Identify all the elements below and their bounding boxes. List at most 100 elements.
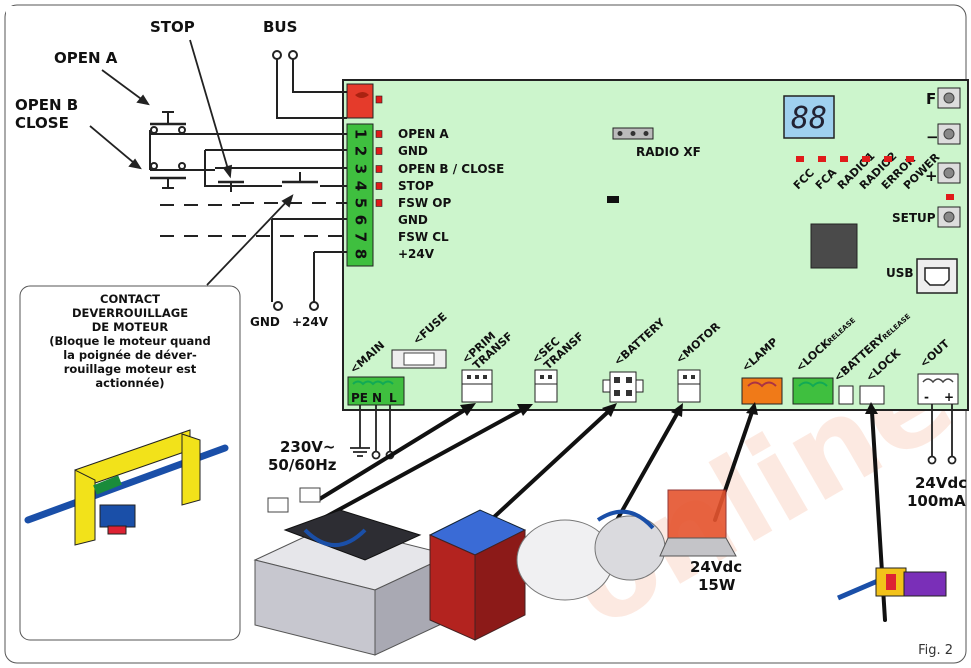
bus-terminal-screw [355,92,369,98]
setup-button-knob [943,211,955,223]
plus-button-knob [943,167,955,179]
usb-label: USB [886,266,914,280]
transformer-plug [299,487,321,503]
gnd-terminal [273,301,283,311]
open-b-pointer [89,125,141,169]
open-b-label: OPEN B [15,96,78,114]
node [150,126,158,134]
caption-line: CONTACT [100,292,160,306]
terminal-leds [375,130,383,207]
main-pin-pe: PE [351,391,368,405]
contact-box-caption: CONTACT DEVERROUILLAGE DE MOTEUR (Bloque… [20,292,240,390]
radio-pin [643,131,649,136]
sec-transf-connector [534,369,558,385]
power-voltage: 230V~ [280,438,336,456]
transformer-wire [303,528,367,547]
control-board [342,79,969,411]
arrowhead-motor [671,403,683,417]
caption-line: (Bloque le moteur quand [49,334,211,348]
pin [691,375,695,379]
caption-line: DE MOTEUR [91,320,169,334]
power-input-wiring [350,405,395,460]
out-plus-terminal [947,455,957,465]
main-pin-n: N [372,391,382,405]
battery-right [474,529,526,641]
bottom-connectors: PE N L [347,349,959,406]
open-b-push [162,178,174,189]
terminal-number: 8 [352,249,370,259]
bus-label: BUS [263,18,297,36]
lamp-power: 15W [698,576,736,594]
v24-label: +24V [292,315,329,329]
pointer-arrows [89,39,294,286]
lamp-base [659,537,737,557]
f-button-knob [943,92,955,104]
pin [614,390,620,396]
motor-end [594,515,666,581]
n-terminal [371,450,381,460]
lamp-terminal [741,377,783,405]
status-led [862,156,870,162]
pin [548,375,552,379]
radio-pin [617,131,623,136]
pin [614,377,620,383]
out-plus: + [944,390,954,404]
setup-led [946,194,954,200]
out-current: 100mA [907,492,966,510]
lock-marker [886,574,896,590]
board-chip-small [607,196,619,203]
f-button-label: F [926,90,936,108]
spring [93,475,122,495]
out-voltage: 24Vdc [915,474,967,492]
usb-b-icon [924,267,950,286]
lamp-lens [667,489,727,539]
left-wiring [149,50,347,311]
stop-feed [204,150,215,187]
bus-terminal [346,83,374,119]
sec-transf-body [534,383,558,403]
processor-chip [810,223,858,269]
lock-release-screws [798,381,828,388]
out-minus-terminal [927,455,937,465]
bus-led [375,95,383,104]
node [178,126,186,134]
terminal-block [346,123,374,267]
gnd-label: GND [250,315,280,329]
stop-arrowhead [222,164,233,179]
pin [626,377,632,383]
motor-connector [677,369,701,385]
pin [483,375,487,379]
arrowhead-battery [602,403,617,417]
caption-line: la poignée de déver- [63,348,197,362]
pin [540,375,544,379]
v24-terminal [309,301,319,311]
arrow-prim [316,406,470,502]
motor-illustration [516,509,666,601]
seven-segment-display [783,95,835,139]
terminal-led [375,182,383,190]
terminal-number: 4 [352,181,370,191]
stop-label: STOP [150,18,195,36]
transformer-illustration [253,487,452,656]
transformer-plug [267,497,289,513]
lock-bolt [903,571,947,597]
contact-arrowhead [281,194,294,208]
caption-line: actionnée) [95,376,165,390]
lamp-screws [747,381,777,388]
out-screws [922,378,954,384]
switch-button [107,525,127,535]
battery-tab-left [602,379,611,393]
bus-wire-b [292,59,347,93]
terminal-label: OPEN B / CLOSE [398,162,504,176]
lamp-voltage: 24Vdc [690,558,742,576]
terminal-label: +24V [398,247,435,261]
terminal-number: 2 [352,146,370,156]
lock-release-terminal [792,377,834,405]
battery-release-connector [838,385,854,405]
bracket-left [74,469,96,546]
fuse [403,352,435,366]
terminal-number: 3 [352,164,370,174]
caption-line: rouillage moteur est [63,362,197,376]
